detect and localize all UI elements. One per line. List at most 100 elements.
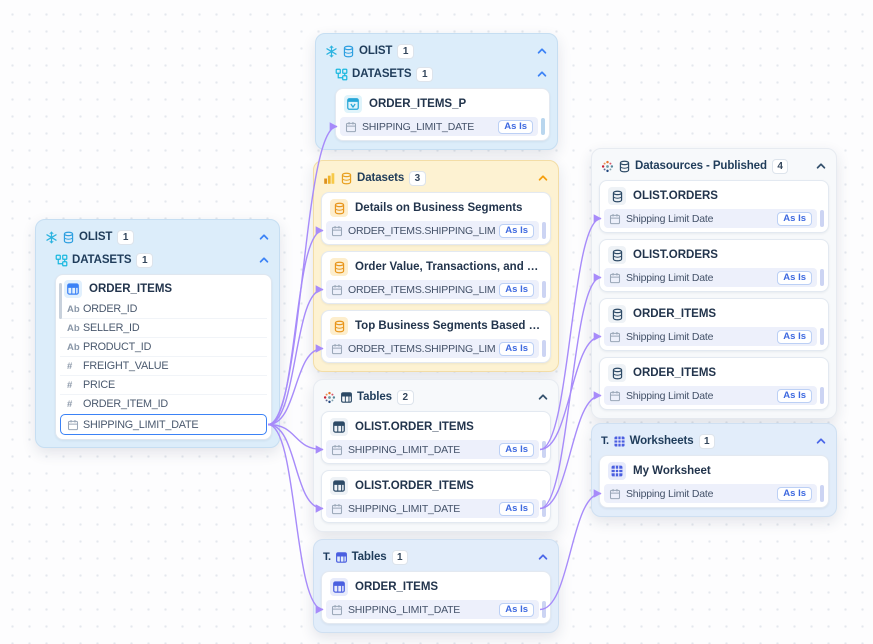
calendar-icon: [609, 390, 621, 402]
chevron-up-icon[interactable]: [537, 172, 549, 184]
chevron-up-icon[interactable]: [537, 391, 549, 403]
number-type-icon: #: [67, 379, 73, 391]
number-type-icon: #: [67, 360, 73, 372]
field-label: Shipping Limit Date: [626, 330, 714, 343]
mini-scrollbar[interactable]: [542, 441, 546, 458]
mini-scrollbar[interactable]: [820, 269, 824, 286]
entity-card-title: OLIST.ORDERS: [604, 244, 824, 266]
mini-scrollbar[interactable]: [542, 340, 546, 357]
mini-scrollbar[interactable]: [820, 328, 824, 345]
entity-title-label: Order Value, Transactions, and Se...: [355, 261, 542, 273]
field-row[interactable]: #PRICE: [60, 375, 267, 394]
cylinder-card-amber-icon: [330, 317, 348, 335]
mini-scrollbar[interactable]: [820, 485, 824, 502]
entity-title-label: ORDER_ITEMS: [633, 367, 717, 379]
table-navy-sm-icon: [340, 391, 353, 404]
chevron-up-icon[interactable]: [815, 435, 827, 447]
chevron-up-icon[interactable]: [258, 231, 270, 243]
calendar-icon: [345, 121, 357, 133]
lineage-field-row[interactable]: ORDER_ITEMS.SHIPPING_LIMI...As Is: [326, 221, 539, 240]
chevron-up-icon[interactable]: [537, 551, 549, 563]
chevron-up-icon[interactable]: [536, 45, 548, 57]
calendar-icon: [67, 419, 83, 431]
mini-scrollbar[interactable]: [542, 500, 546, 517]
entity-card[interactable]: Top Business Segments Based on... ORDER_…: [321, 310, 551, 363]
entity-card-title: ORDER_ITEMS: [326, 576, 546, 598]
selected-field-row[interactable]: SHIPPING_LIMIT_DATE: [60, 414, 267, 435]
panel-count-badge: 4: [771, 158, 789, 174]
field-row-line: ORDER_ITEMS.SHIPPING_LIMI...As Is: [326, 280, 546, 299]
as-is-badge: As Is: [499, 341, 534, 356]
panel-title: Datasets: [357, 172, 405, 184]
mini-scrollbar[interactable]: [542, 222, 546, 239]
lineage-field-row[interactable]: ORDER_ITEMS.SHIPPING_LIMI...As Is: [326, 280, 539, 299]
mini-scrollbar[interactable]: [820, 387, 824, 404]
chevron-up-icon[interactable]: [815, 160, 827, 172]
chevron-up-icon[interactable]: [258, 254, 270, 266]
lineage-field-row[interactable]: ORDER_ITEMS.SHIPPING_LIMI...As Is: [326, 339, 539, 358]
field-row[interactable]: #ORDER_ITEM_ID: [60, 394, 267, 413]
entity-card[interactable]: Details on Business Segments ORDER_ITEMS…: [321, 192, 551, 245]
mini-scrollbar[interactable]: [820, 210, 824, 227]
panel-count-badge: 1: [397, 43, 414, 59]
field-row[interactable]: #FREIGHT_VALUE: [60, 356, 267, 375]
entity-card-title: Order Value, Transactions, and Se...: [326, 256, 546, 278]
entity-title-label: OLIST.ORDER_ITEMS: [355, 421, 474, 433]
mini-scrollbar[interactable]: [542, 281, 546, 298]
field-label: SHIPPING_LIMIT_DATE: [362, 120, 475, 133]
field-label: Shipping Limit Date: [626, 212, 714, 225]
field-label: SELLER_ID: [83, 322, 140, 334]
panel-title: Worksheets: [629, 435, 694, 447]
panel-count-badge: 1: [416, 66, 434, 82]
mini-scrollbar[interactable]: [541, 118, 545, 135]
mini-scrollbar[interactable]: [542, 601, 546, 618]
entity-card[interactable]: Order Value, Transactions, and Se... ORD…: [321, 251, 551, 304]
hierarchy-icon: [55, 254, 68, 267]
chevron-up-icon[interactable]: [536, 68, 548, 80]
field-label: ORDER_ITEM_ID: [83, 398, 168, 410]
field-label: Shipping Limit Date: [626, 487, 714, 500]
